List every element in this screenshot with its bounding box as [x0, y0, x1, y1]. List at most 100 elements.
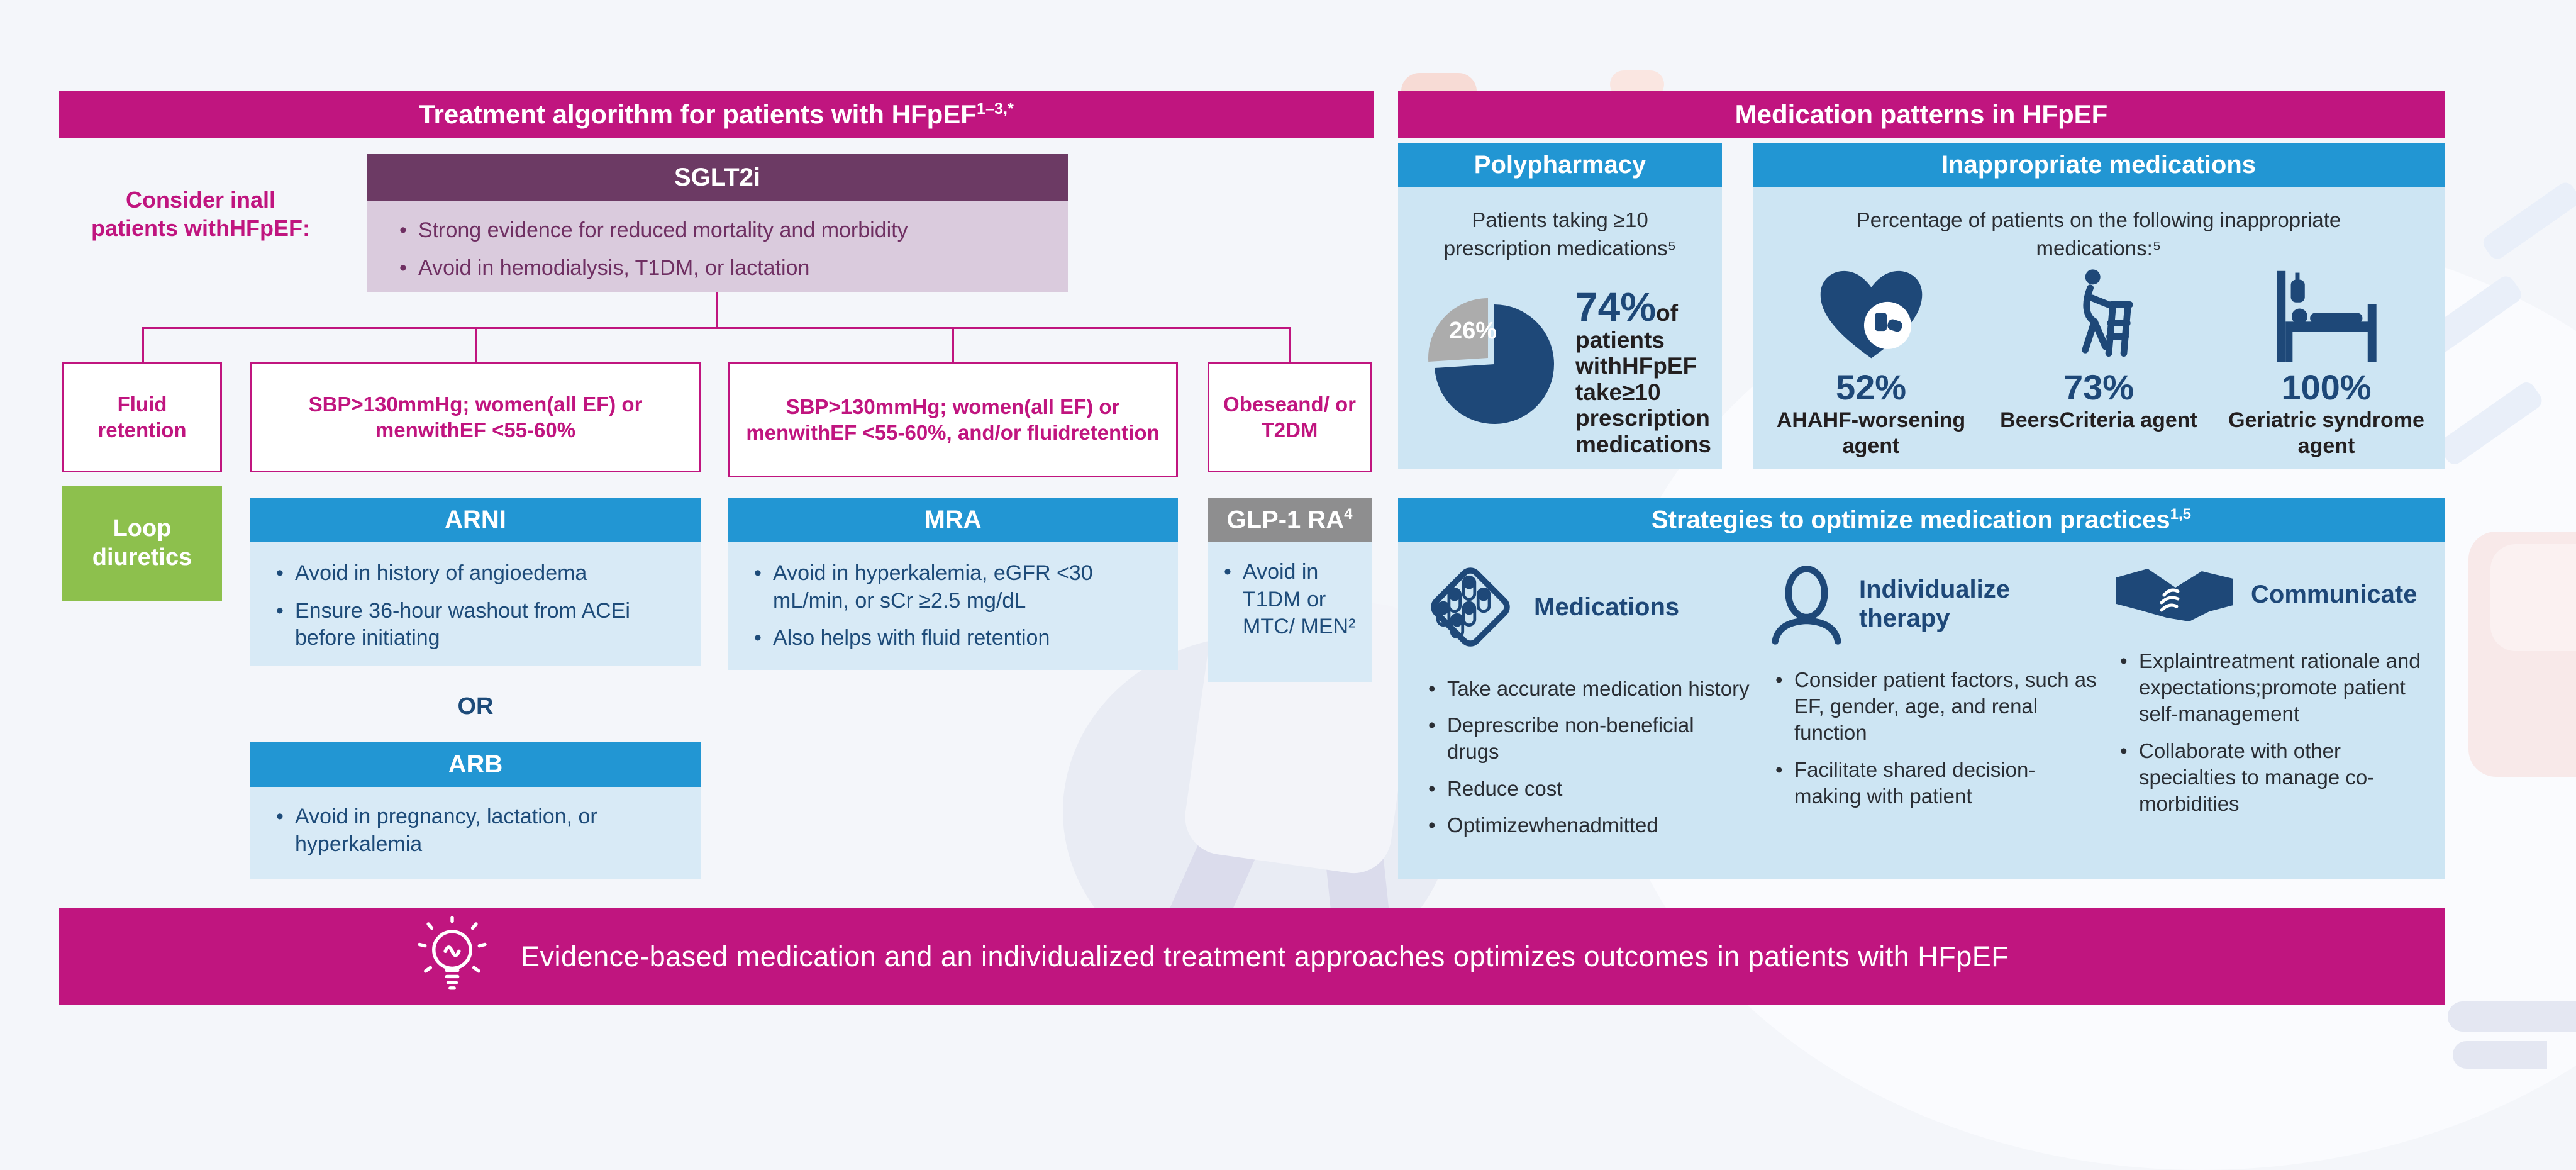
stat-74-pct: 74%: [1575, 284, 1657, 330]
medication-patterns-header: Medication patterns in HFpEF: [1398, 91, 2445, 138]
bullet-item: Explaintreatment rationale and expectati…: [2115, 648, 2429, 728]
arni-body: Avoid in history of angioedemaEnsure 36-…: [250, 542, 701, 666]
consider-note: Consider inall patients withHFpEF:: [65, 186, 336, 242]
item-pct: 73%: [2063, 367, 2135, 407]
bullet-item: Facilitate shared decision-making with p…: [1770, 757, 2097, 810]
inappropriate-medications-panel: Percentage of patients on the following …: [1753, 187, 2445, 469]
bullet-item: Avoid in T1DM or MTC/ MEN²: [1219, 559, 1360, 641]
polypharmacy-stat: 74%of patients withHFpEF take≥10 prescri…: [1575, 287, 1714, 457]
sglt2i-bullets: Strong evidence for reduced mortality an…: [394, 217, 1040, 282]
footer-banner: Evidence-based medication and an individ…: [59, 908, 2445, 1005]
pie-slice-26: 26%: [1428, 298, 1497, 362]
inappropriate-subtitle: Percentage of patients on the following …: [1856, 208, 2341, 260]
bullet-item: Strong evidence for reduced mortality an…: [394, 217, 1040, 245]
connector-line: [716, 292, 718, 328]
consider-note-line1: Consider inall: [125, 187, 276, 213]
polypharmacy-panel: Patients taking ≥10 prescription medicat…: [1398, 187, 1722, 469]
background-bar: [2453, 1041, 2547, 1069]
treatment-algorithm-title: Treatment algorithm for patients with HF…: [419, 99, 1014, 129]
strategy-communicate: Communicate Explaintreatment rationale a…: [2115, 560, 2429, 827]
lightbulb-icon: [418, 916, 487, 990]
strategy-bullets: Take accurate medication historyDeprescr…: [1423, 676, 1750, 838]
arb-bullets: Avoid in pregnancy, lactation, or hyperk…: [271, 803, 680, 858]
bullet-item: Reduce cost: [1423, 776, 1750, 802]
glp1-body: Avoid in T1DM or MTC/ MEN²: [1208, 542, 1372, 682]
inappropriate-item: 73% BeersCriteria agent: [1987, 264, 2211, 433]
inappropriate-item: 52% AHAHF-worsening agent: [1759, 269, 1983, 459]
mra-body: Avoid in hyperkalemia, eGFR <30 mL/min, …: [728, 542, 1178, 670]
bullet-item: Deprescribe non-beneficial drugs: [1423, 712, 1750, 765]
connector-line: [142, 327, 1291, 329]
elderly-walker-icon: [2082, 269, 2133, 357]
bullet-item: Consider patient factors, such as EF, ge…: [1770, 667, 2097, 747]
person-outline-icon: [1772, 566, 1841, 645]
stat-of: of: [1656, 300, 1679, 326]
arni-bullets: Avoid in history of angioedemaEnsure 36-…: [271, 560, 680, 652]
bullet-item: Collaborate with other specialties to ma…: [2115, 738, 2429, 818]
glp1-header: GLP-1 RA4: [1208, 498, 1372, 542]
condition-fluid-retention: Fluid retention: [62, 362, 222, 472]
mra-bullets: Avoid in hyperkalemia, eGFR <30 mL/min, …: [749, 560, 1157, 652]
sglt2i-title: SGLT2i: [674, 163, 761, 191]
polypharmacy-header: Polypharmacy: [1398, 143, 1722, 187]
handshake-icon: [2116, 569, 2233, 621]
inappropriate-medications-header: Inappropriate medications: [1753, 143, 2445, 187]
arb-body: Avoid in pregnancy, lactation, or hyperk…: [250, 787, 701, 879]
glp1-title: GLP-1 RA4: [1226, 505, 1353, 534]
bullet-item: Also helps with fluid retention: [749, 625, 1157, 652]
background-stripe: [2480, 179, 2576, 262]
inappropriate-item: 100% Geriatric syndrome agent: [2214, 269, 2438, 459]
pie-label-26: 26%: [1449, 318, 1497, 344]
glp1-bullets: Avoid in T1DM or MTC/ MEN²: [1219, 559, 1360, 641]
pill-blister-icon: [1431, 567, 1510, 647]
pie-slice-74: [1435, 304, 1555, 424]
connector-line: [1289, 327, 1291, 362]
infographic-page: { "colors":{ "magenta":"#C0157F","blue":…: [0, 0, 2576, 1104]
strategy-title: Medications: [1534, 593, 1680, 621]
strategy-bullets: Explaintreatment rationale and expectati…: [2115, 648, 2429, 817]
strategy-individualize: Individualize therapy Consider patient f…: [1770, 560, 2097, 820]
hospital-bed-icon: [2276, 270, 2377, 362]
condition-obese-t2dm: Obeseand/ or T2DM: [1208, 362, 1372, 472]
footer-text: Evidence-based medication and an individ…: [521, 940, 2009, 972]
bullet-item: Take accurate medication history: [1423, 676, 1750, 702]
strategy-medications: Medications Take accurate medication his…: [1423, 560, 1750, 849]
strategy-title: Individualize therapy: [1858, 576, 2010, 632]
arni-header: ARNI: [250, 498, 701, 542]
strategy-bullets: Consider patient factors, such as EF, ge…: [1770, 667, 2097, 810]
bullet-item: Avoid in hyperkalemia, eGFR <30 mL/min, …: [749, 560, 1157, 615]
bullet-item: Avoid in history of angioedema: [271, 560, 680, 588]
sglt2i-header: SGLT2i: [367, 154, 1068, 201]
item-label: BeersCriteria agent: [2000, 408, 2197, 432]
condition-sbp-women-men: SBP>130mmHg; women(all EF) or menwithEF …: [250, 362, 701, 472]
strategies-panel: Medications Take accurate medication his…: [1398, 542, 2445, 879]
connector-line: [142, 327, 144, 362]
condition-sbp-fluid: SBP>130mmHg; women(all EF) or menwithEF …: [728, 362, 1178, 477]
sglt2i-body: Strong evidence for reduced mortality an…: [367, 201, 1068, 292]
loop-diuretics-box: Loop diuretics: [62, 486, 222, 601]
item-label: Geriatric syndrome agent: [2228, 408, 2424, 458]
stat-text: patients withHFpEF take≥10 prescription …: [1575, 327, 1711, 457]
background-bar: [2448, 1001, 2576, 1032]
strategy-title: Communicate: [2251, 581, 2418, 608]
strategies-header: Strategies to optimize medication practi…: [1398, 498, 2445, 542]
strategies-title: Strategies to optimize medication practi…: [1651, 505, 2192, 534]
consider-note-line2: patients withHFpEF:: [91, 215, 310, 241]
polypharmacy-pie-chart: 26%: [1428, 298, 1555, 424]
or-label: OR: [457, 693, 494, 720]
bullet-item: Avoid in pregnancy, lactation, or hyperk…: [271, 803, 680, 858]
connector-line: [475, 327, 477, 362]
heart-thumbs-down-icon: [1820, 270, 1922, 359]
item-pct: 52%: [1835, 367, 1907, 407]
bullet-item: Ensure 36-hour washout from ACEi before …: [271, 598, 680, 652]
background-blob: [2490, 544, 2576, 651]
mra-header: MRA: [728, 498, 1178, 542]
medication-patterns-title: Medication patterns in HFpEF: [1735, 99, 2108, 129]
bullet-item: Avoid in hemodialysis, T1DM, or lactatio…: [394, 255, 1040, 282]
treatment-algorithm-header: Treatment algorithm for patients with HF…: [59, 91, 1374, 138]
item-pct: 100%: [2281, 367, 2372, 407]
polypharmacy-subtitle: Patients taking ≥10 prescription medicat…: [1443, 208, 1677, 260]
item-label: AHAHF-worsening agent: [1776, 408, 1966, 458]
connector-line: [952, 327, 954, 362]
arb-header: ARB: [250, 742, 701, 787]
